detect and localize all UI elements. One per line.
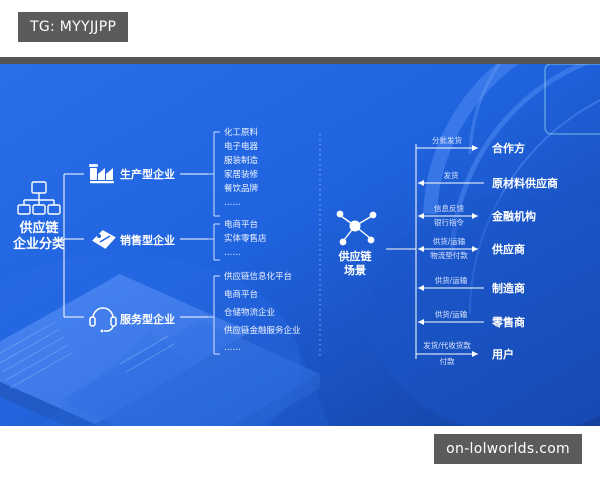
branch-label-production: 生产型企业: [120, 167, 175, 181]
flow-label: 供货/运输: [435, 275, 468, 285]
leaf-item: 家居装修: [224, 169, 259, 180]
panel-background-decoration: [0, 64, 600, 426]
flow-actor-label: 合作方: [492, 141, 525, 155]
flow-row-raw-material-supplier[interactable]: 发货 原材料供应商: [418, 170, 558, 190]
branch-node-production[interactable]: 生产型企业: [89, 164, 208, 184]
root-node-supply-chain-classification[interactable]: 供应链 企业分类: [12, 181, 66, 252]
flow-row-financial-institution[interactable]: 信息反馈 银行指令 金融机构: [418, 203, 536, 227]
top-divider-strip: [0, 57, 600, 64]
flow-label: 银行指令: [434, 217, 464, 227]
leaf-item: 供应链信息化平台: [224, 271, 292, 282]
flow-row-partner[interactable]: 分批发货 合作方: [416, 135, 525, 155]
flow-actor-label: 用户: [492, 347, 514, 361]
flow-label: 付款: [440, 356, 455, 366]
leaf-bracket-sales: [208, 223, 220, 261]
flow-label: 分批发货: [432, 135, 462, 145]
hub-label-line2: 场景: [344, 263, 366, 277]
leaf-item: 仓储物流企业: [224, 307, 275, 318]
factory-icon: [89, 164, 114, 184]
flow-label: 供货/运输: [435, 309, 468, 319]
leaf-bracket-production: [208, 131, 220, 217]
leaf-item: 供应链金融服务企业: [224, 325, 301, 336]
org-chart-icon: [17, 181, 61, 215]
root-label-line2: 企业分类: [12, 236, 66, 252]
branch-node-sales[interactable]: 销售型企业: [91, 228, 208, 250]
leaf-item: ……: [224, 198, 241, 208]
leaf-item: 实体零售店: [224, 233, 267, 244]
leaf-item: 餐饮品牌: [224, 183, 259, 194]
flow-row-retailer[interactable]: 供货/运输 零售商: [418, 309, 525, 329]
tag-icon: [92, 230, 116, 249]
branch-label-service: 服务型企业: [120, 312, 175, 326]
diagram-content: 供应链 企业分类 生产型企业: [12, 127, 558, 366]
root-label-line1: 供应链: [18, 220, 59, 236]
hub-label-line1: 供应链: [338, 249, 373, 263]
flow-label: 信息反馈: [434, 203, 464, 213]
headset-icon: [89, 307, 117, 333]
flow-actor-label: 零售商: [491, 315, 525, 329]
flow-actor-label: 金融机构: [491, 209, 536, 223]
flow-actor-label: 供应商: [491, 242, 525, 256]
leaf-item: 化工原料: [224, 127, 259, 138]
supply-chain-infographic-panel: 供应链 企业分类 生产型企业: [0, 64, 600, 426]
root-branch-connector: [63, 173, 84, 318]
flow-label: 供货/运输: [433, 236, 466, 246]
flow-row-supplier[interactable]: 供货/运输 物流垫付款 供应商: [418, 236, 525, 260]
branch-label-sales: 销售型企业: [120, 233, 175, 247]
leaf-list-production: 化工原料 电子电器 服装制造 家居装修 餐饮品牌 ……: [224, 127, 259, 208]
flow-actor-label: 原材料供应商: [492, 176, 558, 190]
top-left-watermark: TG: MYYJJPP: [18, 12, 129, 42]
flow-actor-label: 制造商: [492, 281, 525, 295]
flow-label: 发货: [444, 170, 459, 180]
leaf-item: 电商平台: [224, 289, 258, 300]
leaf-item: 电子电器: [224, 141, 259, 152]
flow-row-user[interactable]: 发货/代收货款 付款 用户: [416, 340, 514, 366]
branch-node-service[interactable]: 服务型企业: [89, 307, 208, 333]
bottom-right-watermark: on-lolworlds.com: [434, 434, 582, 464]
flow-label: 物流垫付款: [430, 250, 468, 260]
leaf-list-sales: 电商平台 实体零售店 ……: [224, 219, 267, 258]
flow-label: 发货/代收货款: [423, 340, 471, 350]
hub-node-supply-chain-scenarios[interactable]: 供应链 场景: [336, 210, 377, 277]
leaf-item: ……: [224, 248, 241, 258]
network-node-icon: [336, 210, 377, 246]
leaf-item: 电商平台: [224, 219, 258, 230]
flow-row-manufacturer[interactable]: 供货/运输 制造商: [418, 275, 525, 295]
leaf-item: ……: [224, 343, 241, 353]
leaf-list-service: 供应链信息化平台 电商平台 仓储物流企业 供应链金融服务企业 ……: [224, 271, 301, 353]
hub-spine-connector: [386, 144, 417, 359]
leaf-item: 服装制造: [224, 155, 259, 166]
leaf-bracket-service: [208, 275, 220, 355]
